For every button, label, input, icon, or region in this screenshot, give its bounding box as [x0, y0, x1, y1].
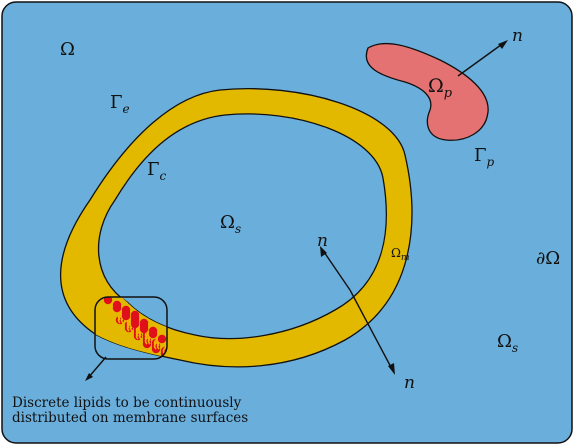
caption-line-1: Discrete lipids to be continuously [12, 395, 242, 411]
lipid-tail [162, 341, 167, 355]
label-normal-cell-bottom: n [404, 373, 415, 393]
lipid-head [139, 324, 149, 334]
lipid-tail [135, 326, 141, 340]
label-omega: Ω [60, 39, 75, 60]
caption-line-2: distributed on membrane surfaces [12, 410, 248, 426]
normal-arrow-cell-outward [349, 289, 395, 375]
lipid-tail [117, 310, 123, 324]
lipid-tail [126, 318, 132, 332]
lipid-head [130, 319, 140, 329]
lipid-tail [108, 302, 114, 316]
normal-arrow-particle [457, 40, 508, 77]
particle-omega-p [365, 42, 489, 141]
cell-membrane [59, 88, 413, 368]
lipid-head [157, 334, 167, 344]
lipid-head [121, 311, 131, 321]
lipid-cluster [103, 297, 167, 359]
label-normal-cell-top: n [317, 231, 328, 251]
lipid-head [148, 329, 158, 339]
label-normal-particle: n [512, 26, 523, 46]
lipid-tail [153, 336, 159, 350]
label-boundary: ∂Ω [536, 248, 560, 269]
zoom-arrow [85, 356, 107, 381]
normal-arrow-cell-inward [320, 246, 351, 291]
lipid-tail [144, 331, 150, 345]
lipid-zoom-box [94, 296, 168, 360]
lipid-head [112, 303, 122, 313]
